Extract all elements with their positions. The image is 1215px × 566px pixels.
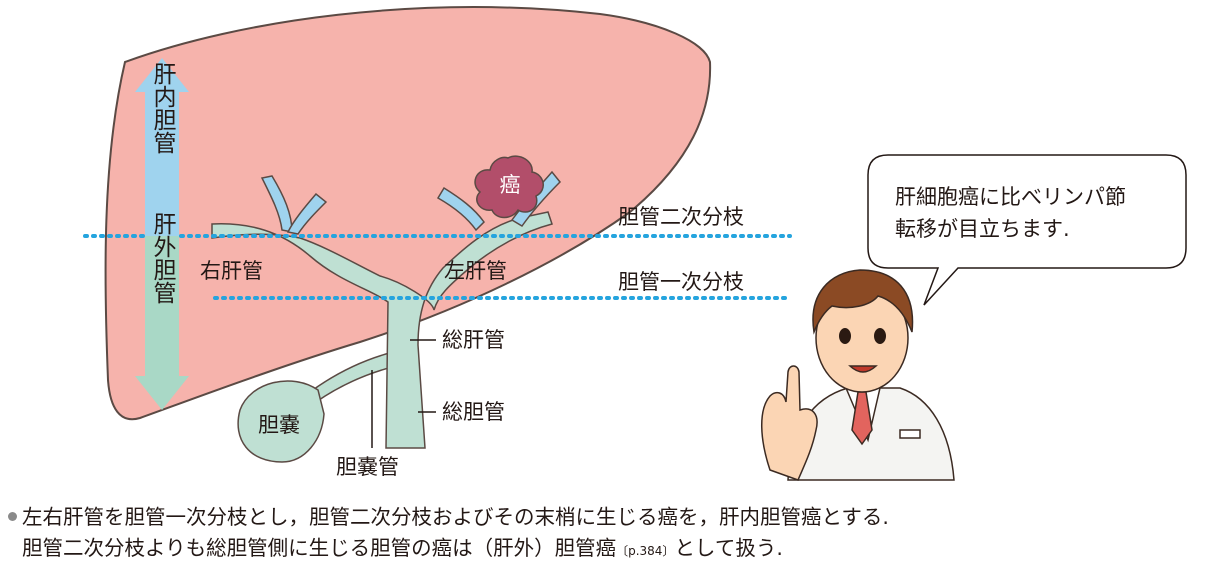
common-hepatic-duct-label: 総肝管 bbox=[442, 328, 505, 352]
caption-line-2: 胆管二次分枝よりも総胆管側に生じる胆管の癌は（肝外）胆管癌〔p.384〕として扱… bbox=[22, 535, 783, 564]
doctor-hair bbox=[812, 269, 914, 335]
intrahepatic-branches bbox=[260, 170, 562, 235]
arrow-down-head bbox=[135, 376, 189, 410]
caption-text-2a: 胆管二次分枝よりも総胆管側に生じる胆管の癌は（肝外）胆管癌 bbox=[22, 536, 617, 560]
gallbladder-label: 胆嚢 bbox=[258, 413, 300, 437]
doctor-mouth bbox=[848, 365, 878, 373]
bubble-text-line1: 肝細胞癌に比べリンパ節 bbox=[895, 185, 1126, 209]
gallbladder-shape bbox=[237, 380, 325, 463]
doctor-character bbox=[761, 269, 955, 481]
bullet-icon bbox=[8, 512, 17, 521]
cystic-duct-shape bbox=[309, 351, 397, 404]
primary-branch-label: 胆管一次分枝 bbox=[618, 270, 744, 294]
gallbladder-group bbox=[237, 351, 397, 463]
caption-text-1: 左右肝管を胆管一次分枝とし，胆管二次分枝およびその末梢に生じる癌を，肝内胆管癌と… bbox=[22, 505, 889, 529]
cancer-label: 癌 bbox=[500, 173, 521, 197]
secondary-branch-label: 胆管二次分枝 bbox=[618, 205, 744, 229]
arrow-intrahepatic-shaft bbox=[145, 92, 179, 236]
arrow-up-head bbox=[135, 58, 189, 92]
extrahepatic-label: 肝外胆管 bbox=[149, 212, 177, 304]
right-upper-branch-2 bbox=[286, 192, 328, 235]
caption-page-ref: 〔p.384〕 bbox=[616, 544, 675, 558]
cystic-duct-label: 胆嚢管 bbox=[336, 455, 399, 479]
left-hepatic-duct-label: 左肝管 bbox=[444, 259, 507, 283]
doctor-raised-hand bbox=[761, 365, 818, 481]
coat-pocket bbox=[899, 429, 921, 439]
common-bile-duct-label: 総胆管 bbox=[442, 400, 505, 424]
arrow-extrahepatic-shaft bbox=[145, 236, 179, 376]
liver-shape bbox=[104, 6, 712, 421]
intrahepatic-label: 肝内胆管 bbox=[149, 62, 177, 154]
cancer-mass: 癌 bbox=[474, 155, 544, 219]
caption-line-1: 左右肝管を胆管一次分枝とし，胆管二次分枝およびその末梢に生じる癌を，肝内胆管癌と… bbox=[8, 504, 889, 530]
right-hepatic-duct-label: 右肝管 bbox=[200, 259, 263, 283]
speech-bubble: 肝細胞癌に比べリンパ節 転移が目立ちます. bbox=[867, 154, 1187, 306]
doctor-left-eye bbox=[839, 328, 851, 344]
bubble-text-line2: 転移が目立ちます. bbox=[895, 217, 1070, 241]
doctor-right-eye bbox=[874, 328, 886, 344]
duct-range-arrow bbox=[135, 58, 189, 410]
left-upper-branch bbox=[436, 186, 485, 232]
caption-text-2b: として扱う. bbox=[674, 536, 783, 560]
